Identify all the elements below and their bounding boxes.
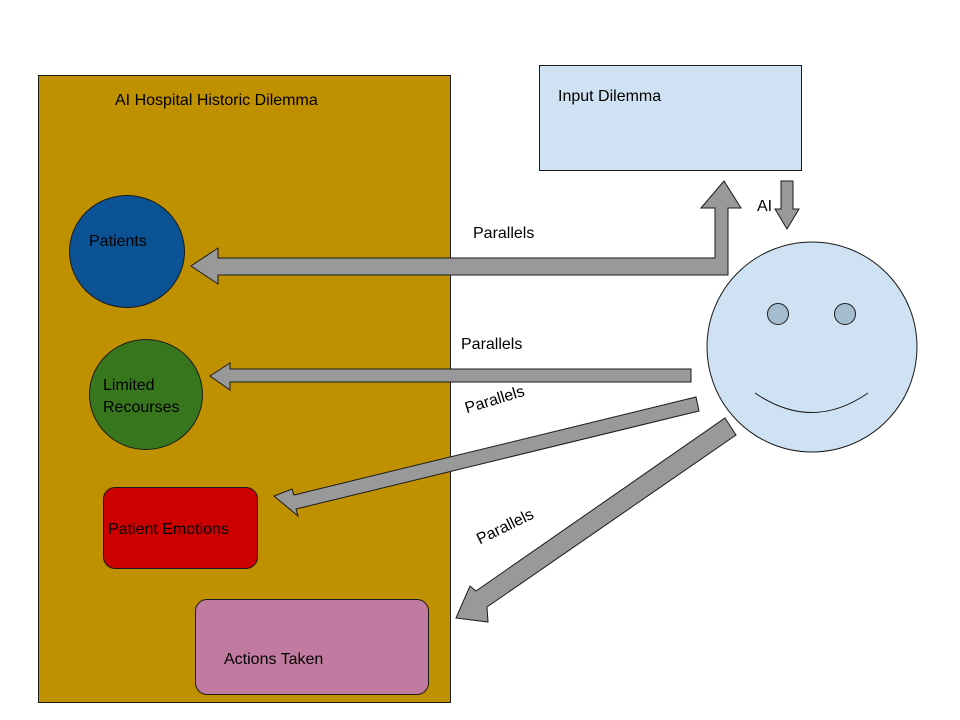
parallels-label-patients: Parallels (473, 225, 535, 242)
patient-emotions-label: Patient Emotions (108, 521, 229, 538)
arrow-to-emotions (273, 396, 700, 518)
arrow-to-resources (209, 362, 692, 391)
parallels-label-resources: Parallels (461, 336, 523, 353)
arrow-to-actions (455, 417, 737, 623)
actions-taken-node (195, 599, 429, 695)
ai-face-right-eye (834, 303, 856, 325)
patients-label: Patients (89, 233, 147, 250)
ai-face-smile (754, 392, 869, 413)
limited-resources-label: Limited Recourses (103, 377, 180, 416)
patient-emotions-node (103, 487, 258, 569)
arrow-to-patients (190, 180, 742, 285)
input-dilemma-box (539, 65, 802, 171)
limited-resources-node (89, 339, 203, 450)
ai-face-left-eye (767, 303, 789, 325)
arrow-ai-to-face (774, 180, 800, 230)
patients-node (69, 195, 185, 308)
panel-title: AI Hospital Historic Dilemma (115, 92, 318, 109)
input-dilemma-label: Input Dilemma (558, 88, 662, 105)
actions-taken-label: Actions Taken (224, 651, 324, 668)
ai-label: AI (757, 198, 773, 215)
ai-face (706, 241, 918, 453)
